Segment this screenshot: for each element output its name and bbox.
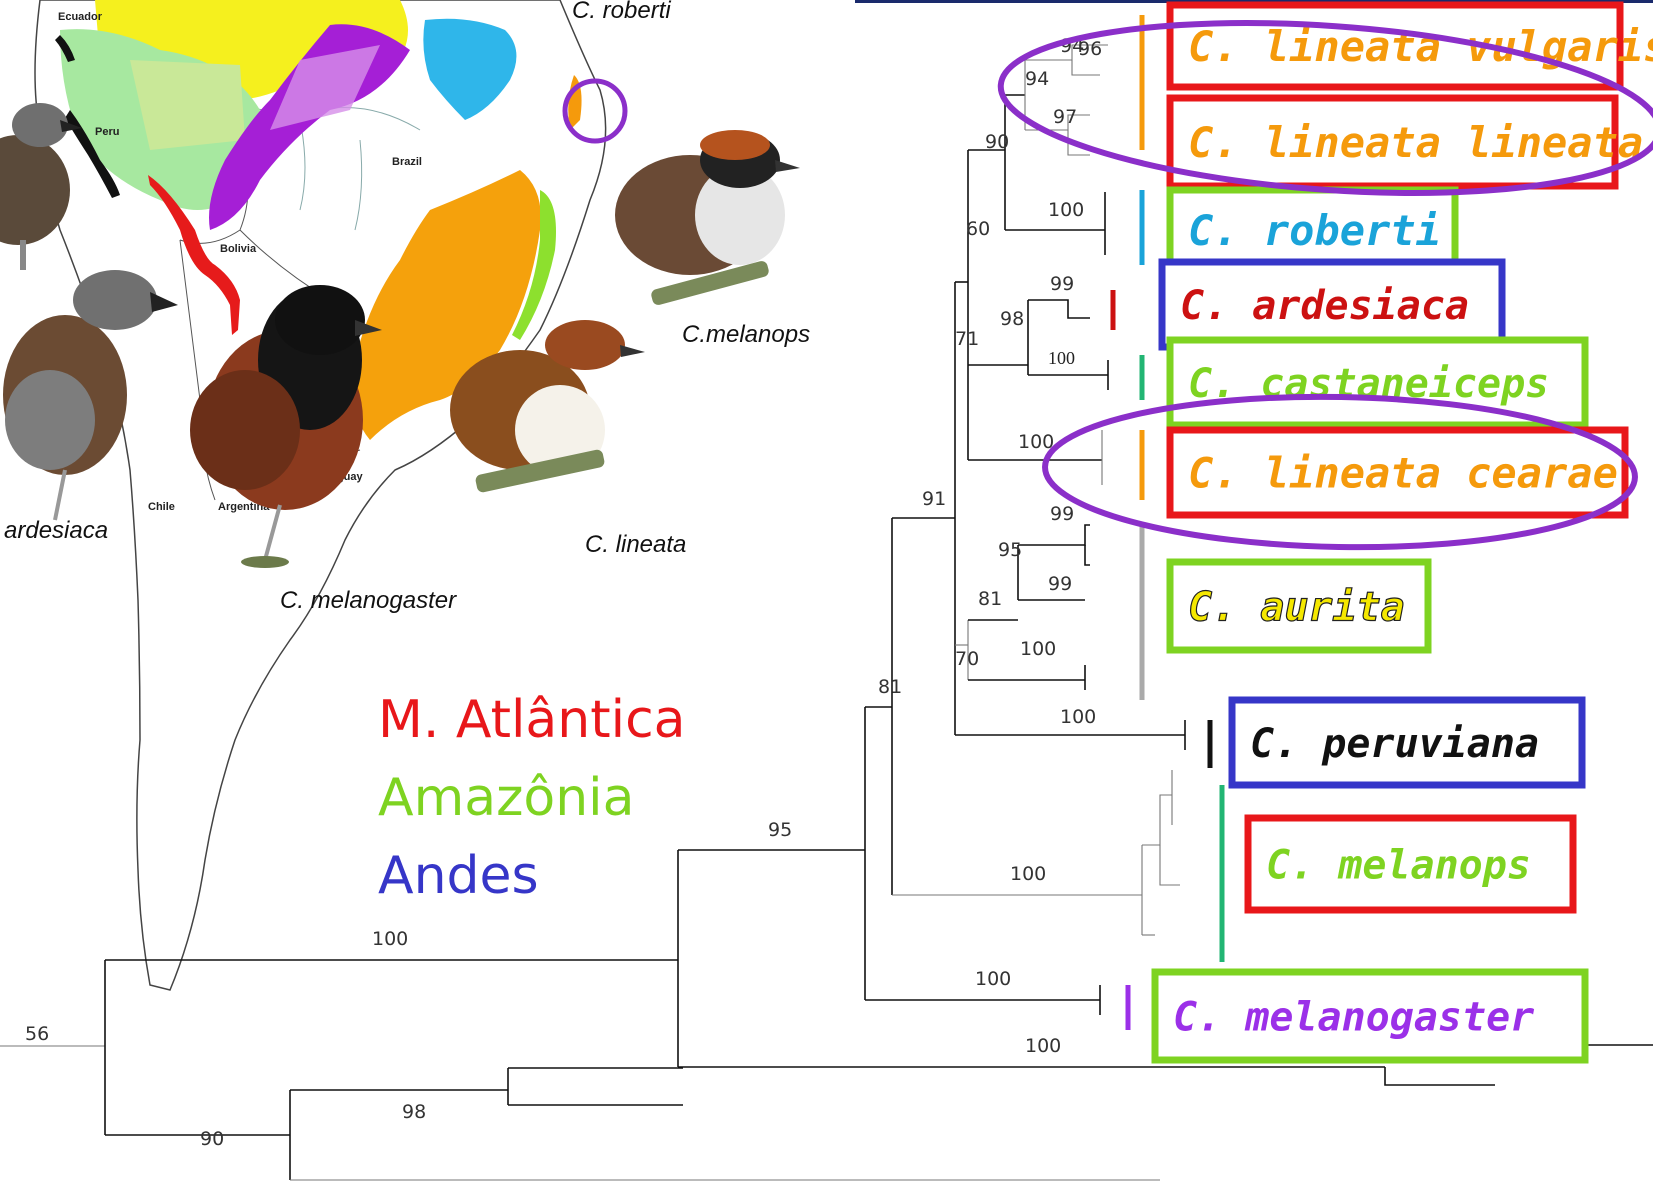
taxon-label-c-roberti: C. roberti — [1188, 206, 1441, 255]
country-label-ecuador: Ecuador — [58, 11, 103, 23]
bootstrap-label: 81 — [978, 588, 1002, 610]
bird-melanogaster — [190, 285, 382, 568]
taxon-label-c-aurita: C. aurita — [1188, 584, 1405, 630]
taxon-box-c-melanops — [1244, 814, 1577, 914]
bootstrap-label: 99 — [1048, 573, 1072, 595]
phylogenetic-tree — [0, 44, 1653, 1181]
country-label-peru: Peru — [95, 126, 119, 138]
bootstrap-label: 100 — [1060, 706, 1096, 728]
clade-bars — [1110, 15, 1225, 1030]
range-black — [65, 110, 120, 198]
taxon-box-c-melanogaster — [1151, 968, 1589, 1064]
distribution-map: Ecuador Peru Brazil Bolivia Chile Argent… — [0, 0, 810, 991]
legend-atlantica: M. Atlântica — [378, 690, 686, 750]
bird-lineata — [450, 320, 645, 493]
bird-melanops — [615, 130, 800, 305]
branch — [1084, 545, 1090, 566]
bird-ardesiaca-top — [0, 103, 82, 270]
range-orange-main — [352, 170, 541, 440]
bootstrap-label: 97 — [1053, 106, 1077, 128]
branch — [1071, 60, 1100, 76]
bootstrap-label: 100 — [1010, 863, 1046, 885]
bootstrap-label: 60 — [966, 218, 990, 240]
taxon-label-c-lineata-vulgaris: C. lineata vulgaris — [1188, 22, 1653, 71]
branch — [1159, 845, 1180, 886]
bootstrap-label: 90 — [985, 131, 1009, 153]
range-red — [148, 175, 240, 335]
bootstrap-label: 91 — [922, 488, 946, 510]
bootstrap-label: 95 — [998, 539, 1022, 561]
bootstrap-label: 100 — [1020, 638, 1056, 660]
bootstrap-label: 96 — [1078, 38, 1102, 60]
taxon-box-c-lineata-lineata — [1166, 94, 1619, 190]
taxon-label-c-lineata-cearae: C. lineata cearae — [1188, 449, 1618, 498]
range-hatched-green — [130, 60, 245, 150]
taxon-box-c-lineata-vulgaris — [1166, 1, 1624, 91]
bootstrap-label: 95 — [768, 819, 792, 841]
taxon-box-c-aurita — [1166, 558, 1432, 654]
bootstrap-label: 100 — [372, 928, 408, 950]
river — [354, 139, 363, 231]
bootstrap-label: 100 — [1048, 348, 1075, 368]
taxon-label-c-ardesiaca: C. ardesiaca — [1180, 283, 1469, 329]
bootstrap-label: 70 — [955, 648, 979, 670]
bootstrap-label: 98 — [1000, 308, 1024, 330]
bootstrap-label: 99 — [1050, 503, 1074, 525]
taxon-box-c-ardesiaca — [1158, 258, 1506, 351]
bootstrap-label: 100 — [1018, 431, 1054, 453]
legend-amazonia: Amazônia — [378, 768, 634, 828]
country-label-bolivia: Bolivia — [220, 243, 257, 255]
bootstrap-label: 71 — [955, 328, 979, 350]
range-green-coastal — [512, 190, 556, 340]
tree-highlight-ellipse-cearae — [1042, 393, 1638, 551]
map-label-roberti: C. roberti — [572, 0, 671, 24]
bootstrap-values: 96 94 94 97 90 100 60 99 98 71 100 100 9… — [25, 35, 1102, 1150]
bootstrap-label: 98 — [402, 1101, 426, 1123]
bootstrap-label: 100 — [975, 968, 1011, 990]
bootstrap-label: 94 — [1025, 68, 1049, 90]
legend-andes: Andes — [378, 846, 539, 906]
branch — [1018, 524, 1090, 546]
map-highlight-circle — [562, 78, 628, 144]
map-label-melanogaster: C. melanogaster — [280, 587, 457, 614]
range-purple-hatch — [270, 45, 380, 130]
branch — [1384, 1067, 1495, 1086]
bootstrap-label: 100 — [1025, 1035, 1061, 1057]
branch — [1142, 794, 1172, 846]
bootstrap-label: 99 — [1050, 273, 1074, 295]
bird-ardesiaca — [3, 270, 178, 521]
taxon-label-c-melanogaster: C. melanogaster — [1173, 994, 1534, 1040]
taxon-label-c-lineata-lineata: C. lineata lineata — [1188, 118, 1643, 167]
range-black-north — [55, 35, 75, 62]
map-label-ardesiaca: ardesiaca — [4, 517, 108, 544]
taxon-label-c-peruviana: C. peruviana — [1250, 721, 1539, 767]
taxon-labels: C. lineata vulgaris C. lineata lineata C. … — [1151, 1, 1653, 1064]
branch — [1028, 299, 1090, 319]
bootstrap-label: 90 — [200, 1128, 224, 1150]
tree-highlight-ellipse-lineata — [997, 20, 1653, 196]
range-cyan — [423, 18, 517, 120]
legend: M. Atlântica Amazônia Andes — [378, 690, 686, 906]
bootstrap-label: 100 — [1048, 199, 1084, 221]
bootstrap-label: 81 — [878, 676, 902, 698]
branch — [1025, 44, 1108, 61]
bootstrap-label: 56 — [25, 1023, 49, 1045]
taxon-box-c-peruviana — [1228, 696, 1586, 789]
taxon-label-c-melanops: C. melanops — [1266, 842, 1531, 888]
country-label-brazil: Brazil — [392, 156, 422, 168]
country-label-chile: Chile — [148, 501, 175, 513]
map-label-lineata: C. lineata — [585, 531, 686, 558]
map-label-melanops: C.melanops — [682, 321, 810, 348]
taxon-box-c-lineata-cearae — [1166, 426, 1629, 519]
taxon-box-c-castaneiceps — [1166, 336, 1589, 429]
